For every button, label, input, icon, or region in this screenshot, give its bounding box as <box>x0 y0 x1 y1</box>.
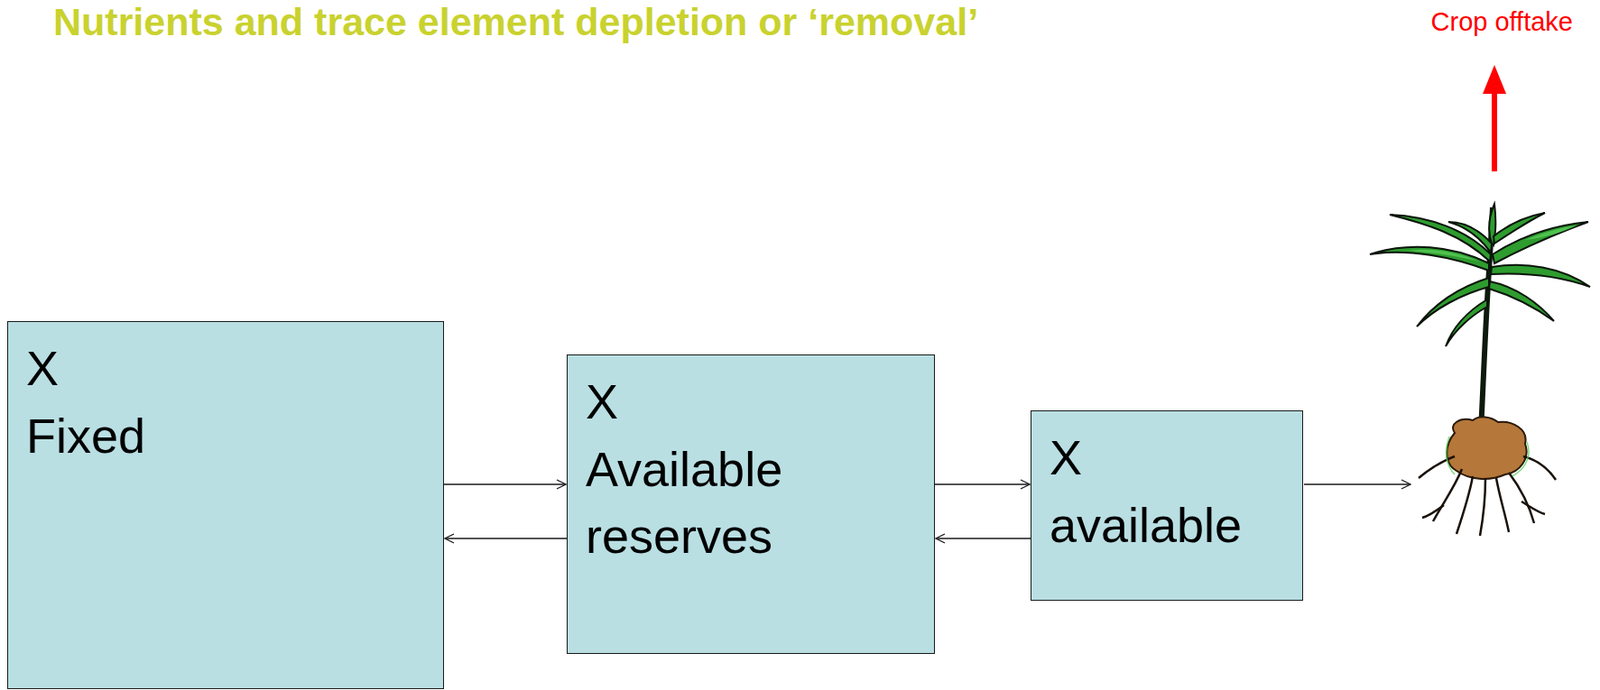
pool-name: Fixed <box>26 402 426 471</box>
pool-name: available <box>1049 491 1285 560</box>
pool-box: Xavailable <box>1030 410 1304 602</box>
flow-arrow <box>443 483 566 485</box>
pool-name: Available reserves <box>585 435 916 571</box>
pool-box: XFixed <box>7 321 444 690</box>
flow-arrow <box>935 537 1031 539</box>
flow-arrow <box>934 483 1030 485</box>
offtake-arrow <box>1482 64 1507 172</box>
pool-box: XAvailable reserves <box>566 354 935 655</box>
flow-arrow <box>444 537 567 539</box>
plant <box>1369 203 1591 537</box>
flow-label: Crop offtake <box>1431 7 1573 37</box>
uptake-arrow <box>1304 483 1411 485</box>
pool-symbol: X <box>26 334 426 403</box>
pool-symbol: X <box>1049 424 1285 492</box>
pool-symbol: X <box>585 368 916 436</box>
diagram-title: Nutrients and trace element depletion or… <box>53 0 979 45</box>
